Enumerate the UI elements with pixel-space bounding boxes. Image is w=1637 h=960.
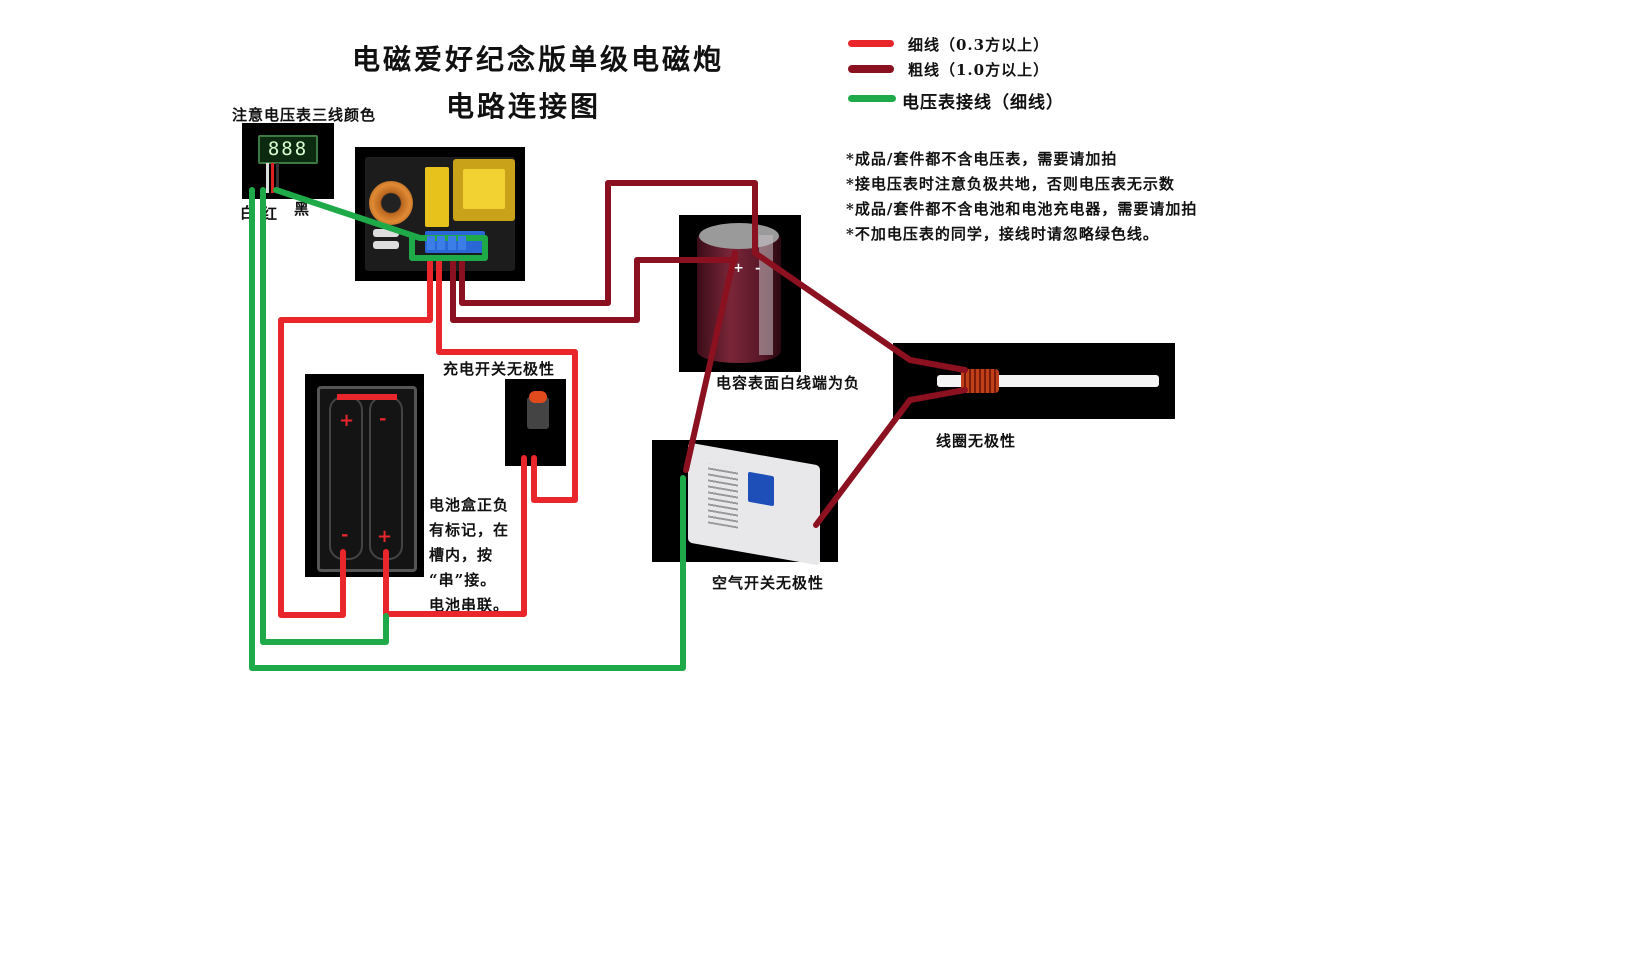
thin-wire bbox=[383, 455, 527, 617]
battery-plus-mark: + bbox=[339, 410, 356, 431]
thin-wire bbox=[436, 259, 578, 503]
voltmeter-red-wire bbox=[271, 163, 274, 193]
battery-caption-line: “串”接。 bbox=[429, 571, 497, 589]
thick-wire bbox=[450, 250, 738, 473]
transformer-core bbox=[463, 169, 505, 209]
battery-series-link bbox=[337, 394, 397, 400]
coil-caption: 线圈无极性 bbox=[936, 432, 1017, 450]
note-2: *接电压表时注意负极共地，否则电压表无示数 bbox=[846, 175, 1175, 193]
battery-minus-mark: - bbox=[341, 524, 350, 545]
note-1: *成品/套件都不含电压表，需要请加拍 bbox=[846, 150, 1118, 168]
air-switch-caption: 空气开关无极性 bbox=[712, 574, 825, 592]
legend-swatch-thin bbox=[848, 40, 894, 47]
legend-label-thick: 粗线（1.0方以上） bbox=[908, 61, 1050, 79]
battery-caption-line: 槽内，按 bbox=[429, 546, 494, 564]
battery-caption-line: 有标记，在 bbox=[429, 521, 510, 539]
voltmeter-photo: 888 bbox=[242, 123, 334, 199]
note-3: *成品/套件都不含电池和电池充电器，需要请加拍 bbox=[846, 200, 1198, 218]
thick-wire bbox=[459, 180, 968, 373]
note-4: *不加电压表的同学，接线时请忽略绿色线。 bbox=[846, 225, 1159, 243]
coil-photo bbox=[893, 343, 1175, 419]
switch-button bbox=[529, 391, 547, 403]
battery-box-body bbox=[317, 386, 417, 572]
resistor bbox=[373, 229, 399, 237]
capacitor-minus-mark: - bbox=[755, 261, 762, 276]
voltmeter-wire bbox=[249, 187, 686, 671]
legend-label-thin: 细线（0.3方以上） bbox=[908, 36, 1050, 54]
notes: *成品/套件都不含电压表，需要请加拍 *接电压表时注意负极共地，否则电压表无示数… bbox=[846, 147, 1218, 247]
voltmeter-wire bbox=[273, 187, 488, 261]
thick-wire bbox=[813, 387, 968, 528]
diagram-title: 电磁爱好纪念版单级电磁炮 bbox=[352, 43, 725, 76]
yellow-capacitor bbox=[425, 167, 449, 227]
charge-switch-photo bbox=[505, 379, 566, 466]
terminal-screw bbox=[437, 236, 445, 250]
legend-swatch-voltmeter bbox=[848, 95, 896, 102]
thin-wire bbox=[278, 259, 433, 618]
capacitor-photo: + - bbox=[679, 215, 801, 372]
voltmeter-wire bbox=[260, 187, 389, 645]
switch-body bbox=[527, 397, 549, 429]
capacitor-plus-mark: + bbox=[733, 261, 745, 276]
diagram-subtitle: 电路连接图 bbox=[446, 90, 602, 123]
terminal-screw bbox=[458, 236, 466, 250]
battery-caption-line: 电池盒正负 bbox=[429, 496, 510, 514]
toroid-inductor bbox=[369, 181, 413, 225]
voltmeter-black-wire bbox=[276, 163, 279, 193]
legend-swatch-thick bbox=[848, 65, 894, 73]
battery-box-photo: + - - + bbox=[305, 374, 424, 577]
charge-switch-caption: 充电开关无极性 bbox=[443, 360, 556, 378]
legend-label-voltmeter: 电压表接线（细线） bbox=[902, 93, 1064, 113]
voltmeter-white-wire bbox=[266, 163, 269, 193]
battery-plus-mark: + bbox=[377, 526, 394, 547]
battery-minus-mark: - bbox=[379, 408, 388, 429]
voltmeter-caption: 注意电压表三线颜色 bbox=[232, 106, 377, 124]
capacitor-caption: 电容表面白线端为负 bbox=[716, 374, 861, 392]
voltmeter-display: 888 bbox=[258, 135, 318, 164]
voltmeter-wire-label-black: 黑 bbox=[294, 200, 311, 218]
terminal-screws bbox=[427, 236, 466, 250]
battery-caption-line: 电池串联。 bbox=[429, 596, 510, 614]
resistor bbox=[373, 241, 399, 249]
terminal-screw bbox=[427, 236, 435, 250]
battery-box-caption: 电池盒正负 有标记，在 槽内，按 “串”接。 电池串联。 bbox=[429, 493, 509, 618]
terminal-screw bbox=[448, 236, 456, 250]
